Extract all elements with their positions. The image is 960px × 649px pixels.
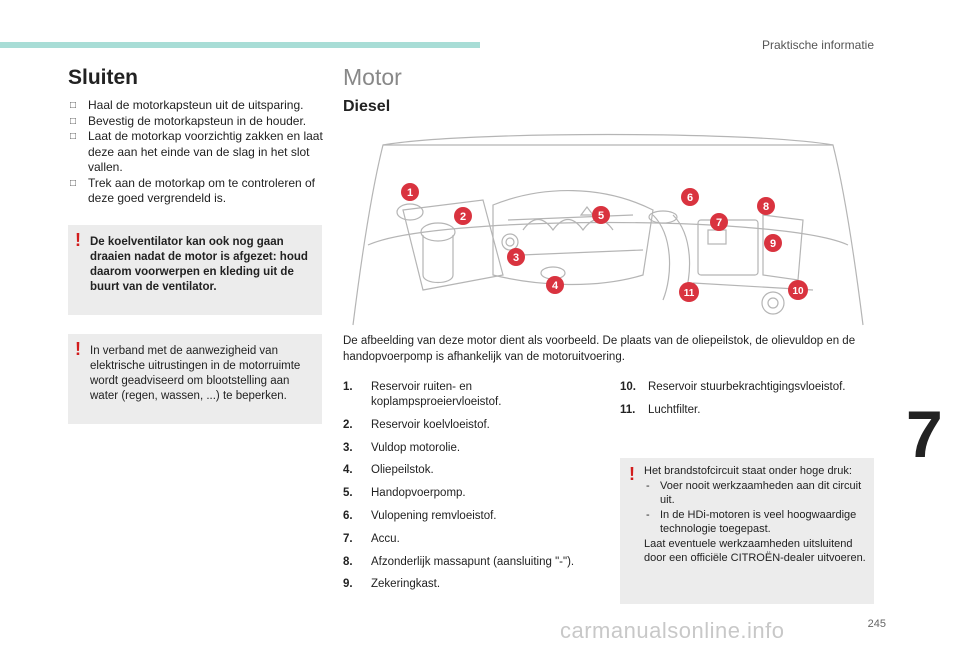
- closing-steps-list: □ Haal de motorkapsteun uit de uitsparing…: [68, 98, 330, 207]
- item-number: 11.: [620, 403, 636, 416]
- item-text: Oliepeilstok.: [371, 464, 434, 477]
- svg-text:5: 5: [598, 210, 604, 222]
- figure-caption: De afbeelding van deze motor dient als v…: [343, 335, 856, 363]
- item-number: 9.: [343, 578, 353, 591]
- checkbox-bullet-icon: □: [70, 177, 77, 189]
- list-item: 4. Oliepeilstok.: [343, 463, 603, 478]
- list-item: 2. Reservoir koelvloeistof.: [343, 418, 603, 433]
- step-text: Bevestig de motorkapsteun in de houder.: [88, 113, 307, 128]
- section-title-sluiten: Sluiten: [68, 66, 139, 89]
- warning-text: In verband met de aanwezigheid van elekt…: [90, 345, 301, 402]
- item-number: 5.: [343, 487, 353, 500]
- warning-list: -Voer nooit werkzaamheden aan dit circui…: [644, 479, 868, 537]
- checkbox-bullet-icon: □: [70, 100, 77, 111]
- section-title-motor: Motor: [343, 64, 402, 90]
- warning-box-water: ! In verband met de aanwezigheid van ele…: [68, 334, 322, 424]
- svg-text:7: 7: [716, 217, 722, 229]
- list-item: 11. Luchtfilter.: [620, 403, 880, 418]
- callout-marker-6: 6: [681, 188, 699, 206]
- callout-marker-10: 10: [788, 280, 808, 300]
- item-text: Vuldop motorolie.: [371, 441, 461, 454]
- parts-list-right: 10. Reservoir stuurbekrachtigingsvloeisto…: [620, 380, 880, 426]
- svg-text:3: 3: [513, 252, 519, 264]
- parts-list-left: 1. Reservoir ruiten- en koplampsproeiervl…: [343, 380, 603, 600]
- dash-bullet: -: [646, 508, 650, 521]
- engine-bay-illustration: 1 2 3 4 5 6 7 8 9 10 11: [352, 133, 864, 326]
- list-item: -Voer nooit werkzaamheden aan dit circui…: [644, 479, 868, 508]
- subsection-title-diesel: Diesel: [343, 98, 391, 115]
- warning-intro: Het brandstofcircuit staat onder hoge dr…: [644, 465, 852, 477]
- header-accent-bar: [0, 42, 480, 48]
- svg-text:1: 1: [407, 187, 413, 199]
- dash-bullet: -: [646, 479, 650, 492]
- callout-marker-8: 8: [757, 197, 775, 215]
- checkbox-bullet-icon: □: [70, 131, 77, 142]
- item-text: Afzonderlijk massapunt (aansluiting "-")…: [371, 555, 575, 568]
- warning-item-text: In de HDi-motoren is veel hoogwaardige t…: [660, 508, 857, 536]
- item-number: 8.: [343, 555, 353, 568]
- svg-text:4: 4: [552, 280, 559, 292]
- list-item: □ Trek aan de motorkap om te controleren …: [68, 176, 330, 207]
- page-number: 245: [867, 618, 886, 630]
- item-number: 2.: [343, 418, 353, 431]
- item-text: Handopvoerpomp.: [371, 487, 466, 500]
- list-item: 7. Accu.: [343, 532, 603, 547]
- list-item: 5. Handopvoerpomp.: [343, 486, 603, 501]
- item-number: 4.: [343, 464, 353, 477]
- list-item: □ Laat de motorkap voorzichtig zakken en …: [68, 129, 330, 176]
- svg-text:9: 9: [770, 238, 776, 250]
- callout-markers: 1 2 3 4 5 6 7 8 9 10 11: [401, 183, 808, 302]
- callout-marker-9: 9: [764, 234, 782, 252]
- list-item: 6. Vulopening remvloeistof.: [343, 509, 603, 524]
- warning-icon: !: [75, 339, 81, 359]
- warning-text: De koelventilator kan ook nog gaan draai…: [90, 236, 308, 293]
- svg-text:6: 6: [687, 192, 693, 204]
- watermark: carmanualsonline.info: [560, 618, 785, 643]
- chapter-tab: 7: [896, 397, 960, 472]
- item-text: Reservoir ruiten- en koplampsproeiervloe…: [371, 381, 502, 408]
- svg-text:10: 10: [792, 286, 804, 297]
- list-item: -In de HDi-motoren is veel hoogwaardige …: [644, 508, 868, 537]
- checkbox-bullet-icon: □: [70, 115, 77, 127]
- warning-item-text: Voer nooit werkzaamheden aan dit circuit…: [660, 479, 862, 507]
- callout-marker-1: 1: [401, 183, 419, 201]
- warning-box-fuel: ! Het brandstofcircuit staat onder hoge …: [620, 458, 874, 604]
- item-text: Reservoir stuurbekrachtigingsvloeistof.: [648, 381, 846, 393]
- list-item: 8. Afzonderlijk massapunt (aansluiting "-…: [343, 555, 603, 570]
- step-text: Laat de motorkap voorzichtig zakken en l…: [88, 129, 323, 174]
- warning-icon: !: [75, 230, 81, 250]
- item-number: 10.: [620, 381, 636, 393]
- list-item: 9. Zekeringkast.: [343, 577, 603, 592]
- item-text: Vulopening remvloeistof.: [371, 509, 497, 522]
- item-number: 6.: [343, 509, 353, 522]
- item-text: Zekeringkast.: [371, 578, 441, 591]
- callout-marker-2: 2: [454, 207, 472, 225]
- item-text: Luchtfilter.: [648, 403, 701, 416]
- list-item: 1. Reservoir ruiten- en koplampsproeiervl…: [343, 380, 603, 410]
- item-number: 7.: [343, 532, 353, 545]
- warning-box-fan: ! De koelventilator kan ook nog gaan dra…: [68, 225, 322, 315]
- svg-text:11: 11: [684, 288, 695, 299]
- item-text: Accu.: [371, 532, 400, 545]
- item-number: 1.: [343, 381, 353, 393]
- callout-marker-4: 4: [546, 276, 564, 294]
- list-item: 10. Reservoir stuurbekrachtigingsvloeisto…: [620, 380, 880, 395]
- item-number: 3.: [343, 441, 353, 454]
- chapter-number: 7: [906, 397, 943, 471]
- callout-marker-11: 11: [679, 282, 699, 302]
- warning-icon: !: [629, 464, 635, 484]
- callout-marker-7: 7: [710, 213, 728, 231]
- svg-text:8: 8: [763, 201, 769, 213]
- step-text: Haal de motorkapsteun uit de uitsparing.: [88, 98, 304, 112]
- item-text: Reservoir koelvloeistof.: [371, 418, 490, 431]
- list-item: □ Haal de motorkapsteun uit de uitsparing…: [68, 98, 330, 114]
- step-text: Trek aan de motorkap om te controleren o…: [88, 175, 316, 206]
- callout-marker-5: 5: [592, 206, 610, 224]
- svg-text:2: 2: [460, 211, 466, 223]
- list-item: □ Bevestig de motorkapsteun in de houder.: [68, 114, 330, 130]
- chapter-title: Praktische informatie: [761, 38, 874, 52]
- list-item: 3. Vuldop motorolie.: [343, 441, 603, 456]
- callout-marker-3: 3: [507, 248, 525, 266]
- warning-outro: Laat eventuele werkzaamheden uitsluitend…: [644, 537, 866, 565]
